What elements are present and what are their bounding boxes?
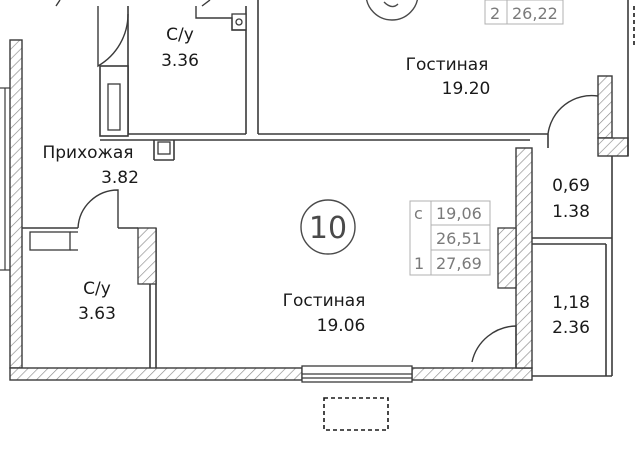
room-name-living-bottom: Гостиная (283, 291, 366, 311)
interior-walls (22, 0, 629, 377)
bathroom-cabinet (29, 231, 71, 251)
area-row-1-value: 19,06 (436, 204, 482, 223)
apartment-number-circle (300, 199, 356, 255)
vent-box-top (231, 13, 247, 31)
left-exterior-wall (9, 39, 23, 369)
area-row-1-label: с (414, 204, 423, 223)
room-name-small-top: 0,69 (552, 176, 590, 196)
top-apartment-area-table: 2 26,22 (484, 0, 564, 25)
top-area-row-value: 26,22 (512, 4, 558, 23)
room-area-small-top: 1.38 (552, 202, 590, 222)
area-row-2-value: 26,51 (436, 229, 482, 248)
area-row-3-label: 1 (414, 254, 424, 273)
apartment-number: 10 (309, 211, 347, 246)
room-area-living-top: 19.20 (442, 79, 491, 99)
room-area-bathroom-bottom: 3.63 (78, 304, 116, 324)
room-name-living-top: Гостиная (406, 55, 489, 75)
apartment-area-table: с 19,06 26,51 1 27,69 (409, 200, 491, 276)
room-name-bathroom-top: С/у (166, 25, 194, 45)
bottom-exterior-wall-right (411, 367, 533, 381)
room-area-bathroom-top: 3.36 (161, 51, 199, 71)
hatched-columns (137, 227, 517, 289)
door-swings (55, 0, 599, 368)
vent-boxes (29, 13, 247, 251)
hallway-cabinet (107, 83, 121, 131)
vent-box (157, 141, 171, 155)
room-area-hallway: 3.82 (101, 168, 139, 188)
top-apartment-number-circle (365, 0, 419, 21)
room-labels: Гостиная 19.20 С/у 3.36 Прихожая 3.82 С/… (42, 25, 589, 338)
room-name-hallway: Прихожая (42, 143, 133, 163)
loggia-corner (597, 137, 629, 157)
room-area-living-bottom: 19.06 (317, 316, 366, 336)
top-area-row-label: 2 (490, 4, 500, 23)
dashed-outline (323, 397, 389, 431)
room-name-small-bottom: 1,18 (552, 293, 590, 313)
room-area-small-bottom: 2.36 (552, 318, 590, 338)
bottom-exterior-wall-left (9, 367, 303, 381)
room-name-bathroom-bottom: С/у (83, 279, 111, 299)
left-balcony-lines (0, 87, 10, 271)
right-partition-wall (515, 147, 533, 369)
bottom-window (301, 365, 413, 383)
area-row-3-value: 27,69 (436, 254, 482, 273)
loggia-wall (597, 75, 613, 139)
